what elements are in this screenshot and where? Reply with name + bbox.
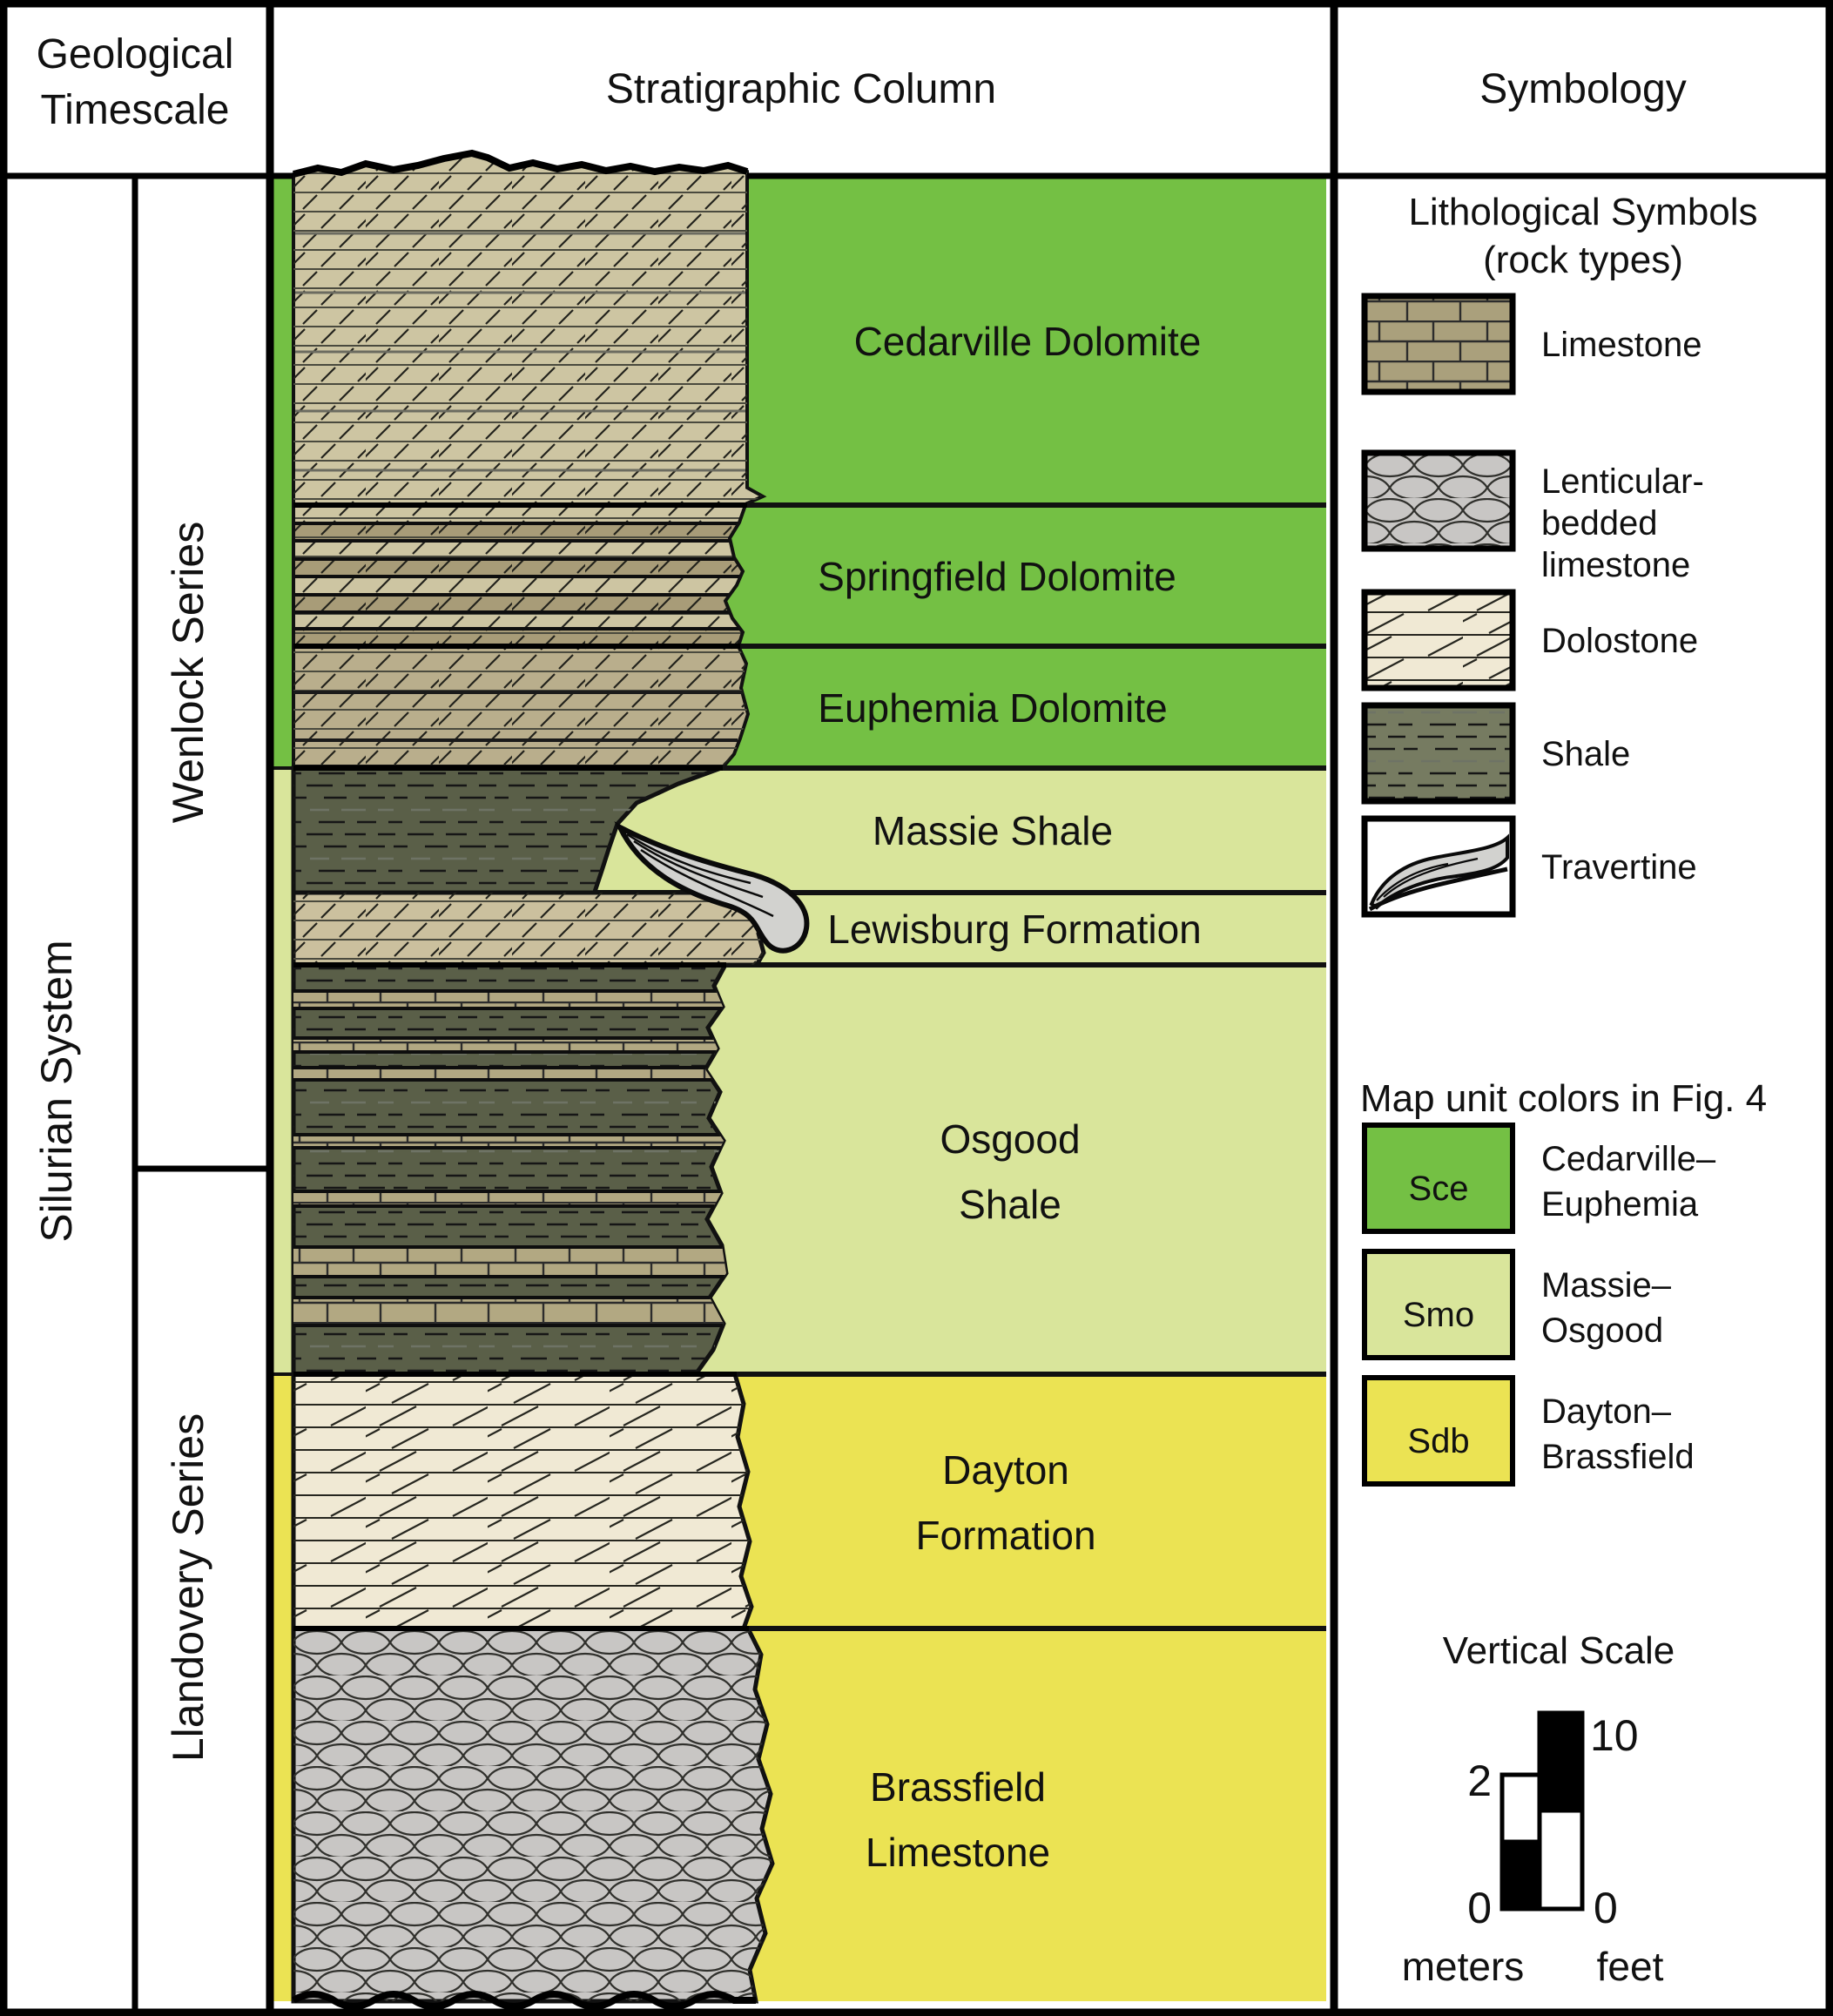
lith-osgood: [291, 962, 730, 1377]
label-lewisburg: Lewisburg Formation: [827, 907, 1202, 952]
feet-max: 10: [1590, 1711, 1639, 1760]
feet-min: 0: [1594, 1884, 1618, 1932]
legend-label-limestone: Limestone: [1541, 326, 1702, 364]
timescale-header-line2: Timescale: [41, 87, 230, 133]
meters-max: 2: [1467, 1756, 1492, 1805]
label-springfield: Springfield Dolomite: [818, 554, 1176, 599]
meters-bar-lower: [1499, 1839, 1542, 1911]
map-unit-label-sce-2: Euphemia: [1541, 1185, 1699, 1224]
lith-cedarville: [292, 149, 767, 507]
lith-brassfield: [291, 1626, 775, 2010]
legend-swatch-limestone: Limestone: [1361, 293, 1702, 395]
vertical-scale: Vertical Scale 2 0 10 0 meters feet: [1402, 1629, 1675, 1989]
erosional-top-edge: [293, 149, 749, 178]
lith-title-line2: (rock types): [1483, 239, 1683, 281]
label-brassfield-line1: Brassfield: [870, 1764, 1046, 1810]
timescale-labels: Silurian System Wenlock Series Llandover…: [32, 522, 212, 1762]
map-unit-sce: Sce Cedarville– Euphemia: [1362, 1123, 1716, 1234]
label-cedarville: Cedarville Dolomite: [854, 319, 1202, 364]
label-osgood-line2: Shale: [959, 1182, 1061, 1227]
strip-sce: [273, 179, 293, 768]
legend-label-dolostone: Dolostone: [1541, 622, 1698, 660]
label-massie: Massie Shale: [873, 808, 1113, 853]
timescale-header-line1: Geological: [37, 31, 234, 78]
map-unit-title: Map unit colors in Fig. 4: [1360, 1077, 1767, 1120]
legend-swatch-lenticular: Lenticular- bedded limestone: [1361, 449, 1704, 584]
series-label-wenlock: Wenlock Series: [164, 522, 212, 823]
lith-massie: [291, 765, 722, 897]
legend-label-lenticular-1: Lenticular-: [1541, 462, 1704, 501]
label-euphemia: Euphemia Dolomite: [818, 685, 1167, 731]
label-osgood-line1: Osgood: [940, 1116, 1080, 1162]
scale-unit-labels: meters feet: [1402, 1944, 1664, 1989]
column-partings: [293, 502, 749, 1631]
map-unit-label-sdb-1: Dayton–: [1541, 1392, 1672, 1431]
system-label: Silurian System: [32, 940, 81, 1242]
feet-bar-lower: [1537, 1808, 1585, 1911]
wavy-bottom-edge: [291, 1991, 756, 2010]
headers: Geological Timescale Stratigraphic Colum…: [37, 31, 1687, 133]
map-unit-code-sdb: Sdb: [1407, 1422, 1469, 1460]
series-label-llandovery: Llandovery Series: [164, 1413, 212, 1762]
lith-lewisburg: [291, 890, 768, 968]
meters-label: meters: [1402, 1944, 1525, 1989]
map-unit-label-smo-1: Massie–: [1541, 1266, 1672, 1305]
feet-bar-upper: [1537, 1710, 1585, 1813]
label-brassfield-line2: Limestone: [866, 1830, 1050, 1875]
label-dayton-line2: Formation: [915, 1513, 1095, 1558]
legend-label-shale: Shale: [1541, 735, 1630, 773]
legend-label-lenticular-2: bedded: [1541, 504, 1657, 543]
legend-swatch-shale: Shale: [1361, 702, 1630, 805]
travertine-lens: [614, 821, 810, 954]
meters-min: 0: [1467, 1884, 1492, 1932]
map-unit-strip: [273, 179, 293, 2001]
strip-smo: [273, 768, 293, 1374]
legend-swatch-travertine: Travertine: [1361, 815, 1697, 918]
lith-springfield: [292, 503, 748, 648]
lith-euphemia: [292, 644, 751, 768]
map-unit-sdb: Sdb Dayton– Brassfield: [1362, 1375, 1695, 1487]
lith-dayton: [291, 1372, 754, 1631]
map-unit-smo: Smo Massie– Osgood: [1362, 1249, 1672, 1360]
strip-sdb: [273, 1374, 293, 2001]
symbology-header: Symbology: [1479, 66, 1686, 112]
map-unit-label-sce-1: Cedarville–: [1541, 1140, 1716, 1178]
scale-numbers: 2 0 10 0: [1467, 1711, 1638, 1932]
map-unit-code-smo: Smo: [1403, 1296, 1474, 1334]
meters-bar-upper: [1499, 1772, 1542, 1844]
vertical-scale-title: Vertical Scale: [1443, 1629, 1675, 1672]
lithological-symbols-legend: Lithological Symbols (rock types) Limest…: [1361, 191, 1758, 918]
scale-bars: [1499, 1710, 1585, 1911]
lithology-column: [291, 149, 810, 2010]
map-unit-legend: Map unit colors in Fig. 4 Sce Cedarville…: [1360, 1077, 1767, 1487]
legend-label-travertine: Travertine: [1541, 848, 1697, 887]
map-unit-label-smo-2: Osgood: [1541, 1311, 1663, 1350]
lith-title-line1: Lithological Symbols: [1408, 191, 1757, 233]
legend-swatch-dolostone: Dolostone: [1361, 589, 1698, 691]
map-unit-label-sdb-2: Brassfield: [1541, 1438, 1695, 1476]
legend-label-lenticular-3: limestone: [1541, 546, 1690, 584]
column-header: Stratigraphic Column: [606, 66, 996, 112]
formation-labels: Cedarville Dolomite Springfield Dolomite…: [818, 319, 1202, 1875]
feet-label: feet: [1597, 1944, 1664, 1989]
map-unit-code-sce: Sce: [1409, 1170, 1469, 1208]
label-dayton-line1: Dayton: [942, 1447, 1069, 1493]
